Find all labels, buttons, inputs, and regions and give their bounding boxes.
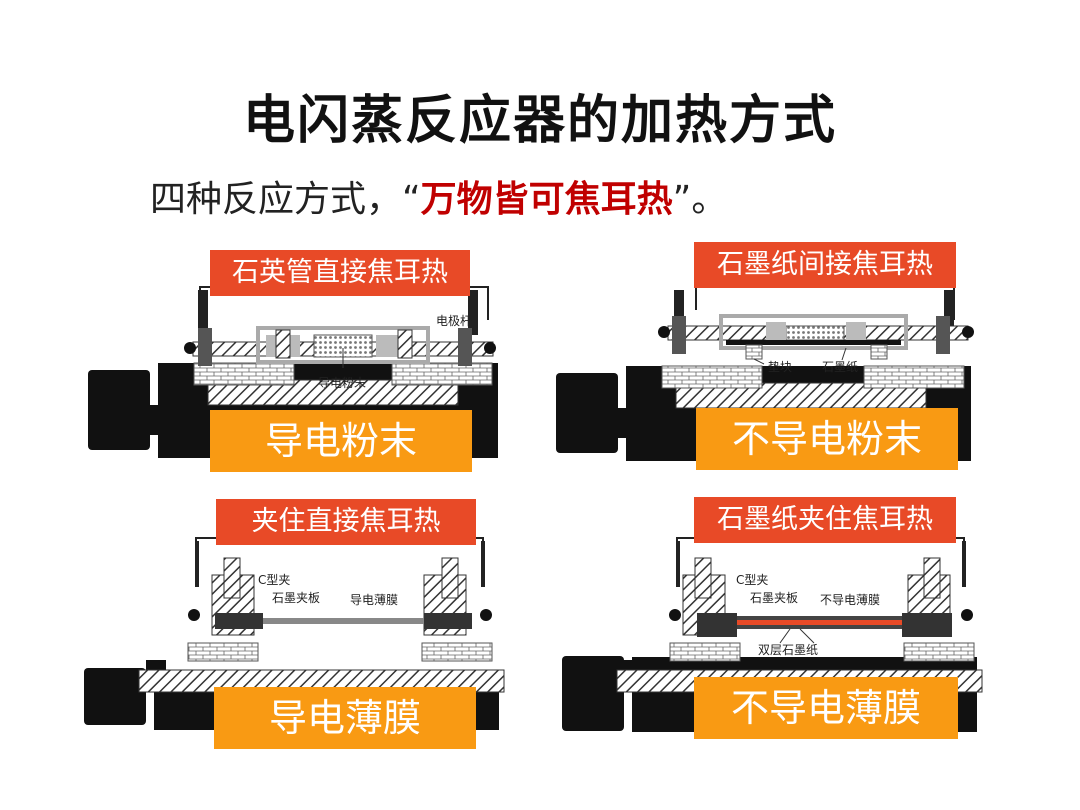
panel-graphite-paper-clamp: C型夹 石墨夹板 不导电薄膜 双层石墨纸 石墨纸夹住焦耳热 不导电薄膜	[562, 495, 1062, 755]
page-title: 电闪蒸反应器的加热方式	[242, 91, 837, 151]
sample-type-badge: 不导电薄膜	[694, 677, 958, 739]
label-spacer: 垫块	[768, 360, 793, 374]
sample-type-badge: 导电粉末	[210, 410, 472, 472]
subtitle-highlight: 万物皆可焦耳热	[420, 179, 673, 220]
label-conductive-film: 导电薄膜	[350, 593, 399, 607]
panel-graphite-paper-indirect: 垫块 石墨纸 石墨纸间接焦耳热 不导电粉末	[556, 240, 1056, 500]
label-c-clamp: C型夹	[736, 573, 769, 587]
panel-banner: 石墨纸夹住焦耳热	[694, 497, 956, 543]
panel-quartz-direct: 电极杆 导电粉末 石英管直接焦耳热 导电粉末	[88, 240, 588, 500]
sample-type-badge: 导电薄膜	[214, 687, 476, 749]
subtitle-prefix: 四种反应方式，“	[150, 179, 421, 220]
label-graphite-plate: 石墨夹板	[750, 591, 799, 605]
sample-type-badge: 不导电粉末	[696, 408, 958, 470]
panel-banner: 石英管直接焦耳热	[210, 250, 470, 296]
label-graphite-paper: 石墨纸	[822, 360, 859, 374]
label-conductive-powder: 导电粉末	[318, 376, 367, 390]
label-c-clamp: C型夹	[258, 573, 291, 587]
panel-clamp-direct: C型夹 石墨夹板 导电薄膜 夹住直接焦耳热 导电薄膜	[84, 495, 584, 755]
subtitle: 四种反应方式，“万物皆可焦耳热”。	[150, 170, 727, 222]
label-graphite-plate: 石墨夹板	[272, 591, 321, 605]
subtitle-suffix: ”。	[672, 179, 728, 220]
panel-banner: 夹住直接焦耳热	[216, 499, 476, 545]
panel-banner: 石墨纸间接焦耳热	[694, 242, 956, 288]
label-nonconductive-film: 不导电薄膜	[820, 593, 881, 607]
label-electrode-rod: 电极杆	[436, 314, 473, 328]
label-double-graphite-paper: 双层石墨纸	[758, 643, 819, 657]
